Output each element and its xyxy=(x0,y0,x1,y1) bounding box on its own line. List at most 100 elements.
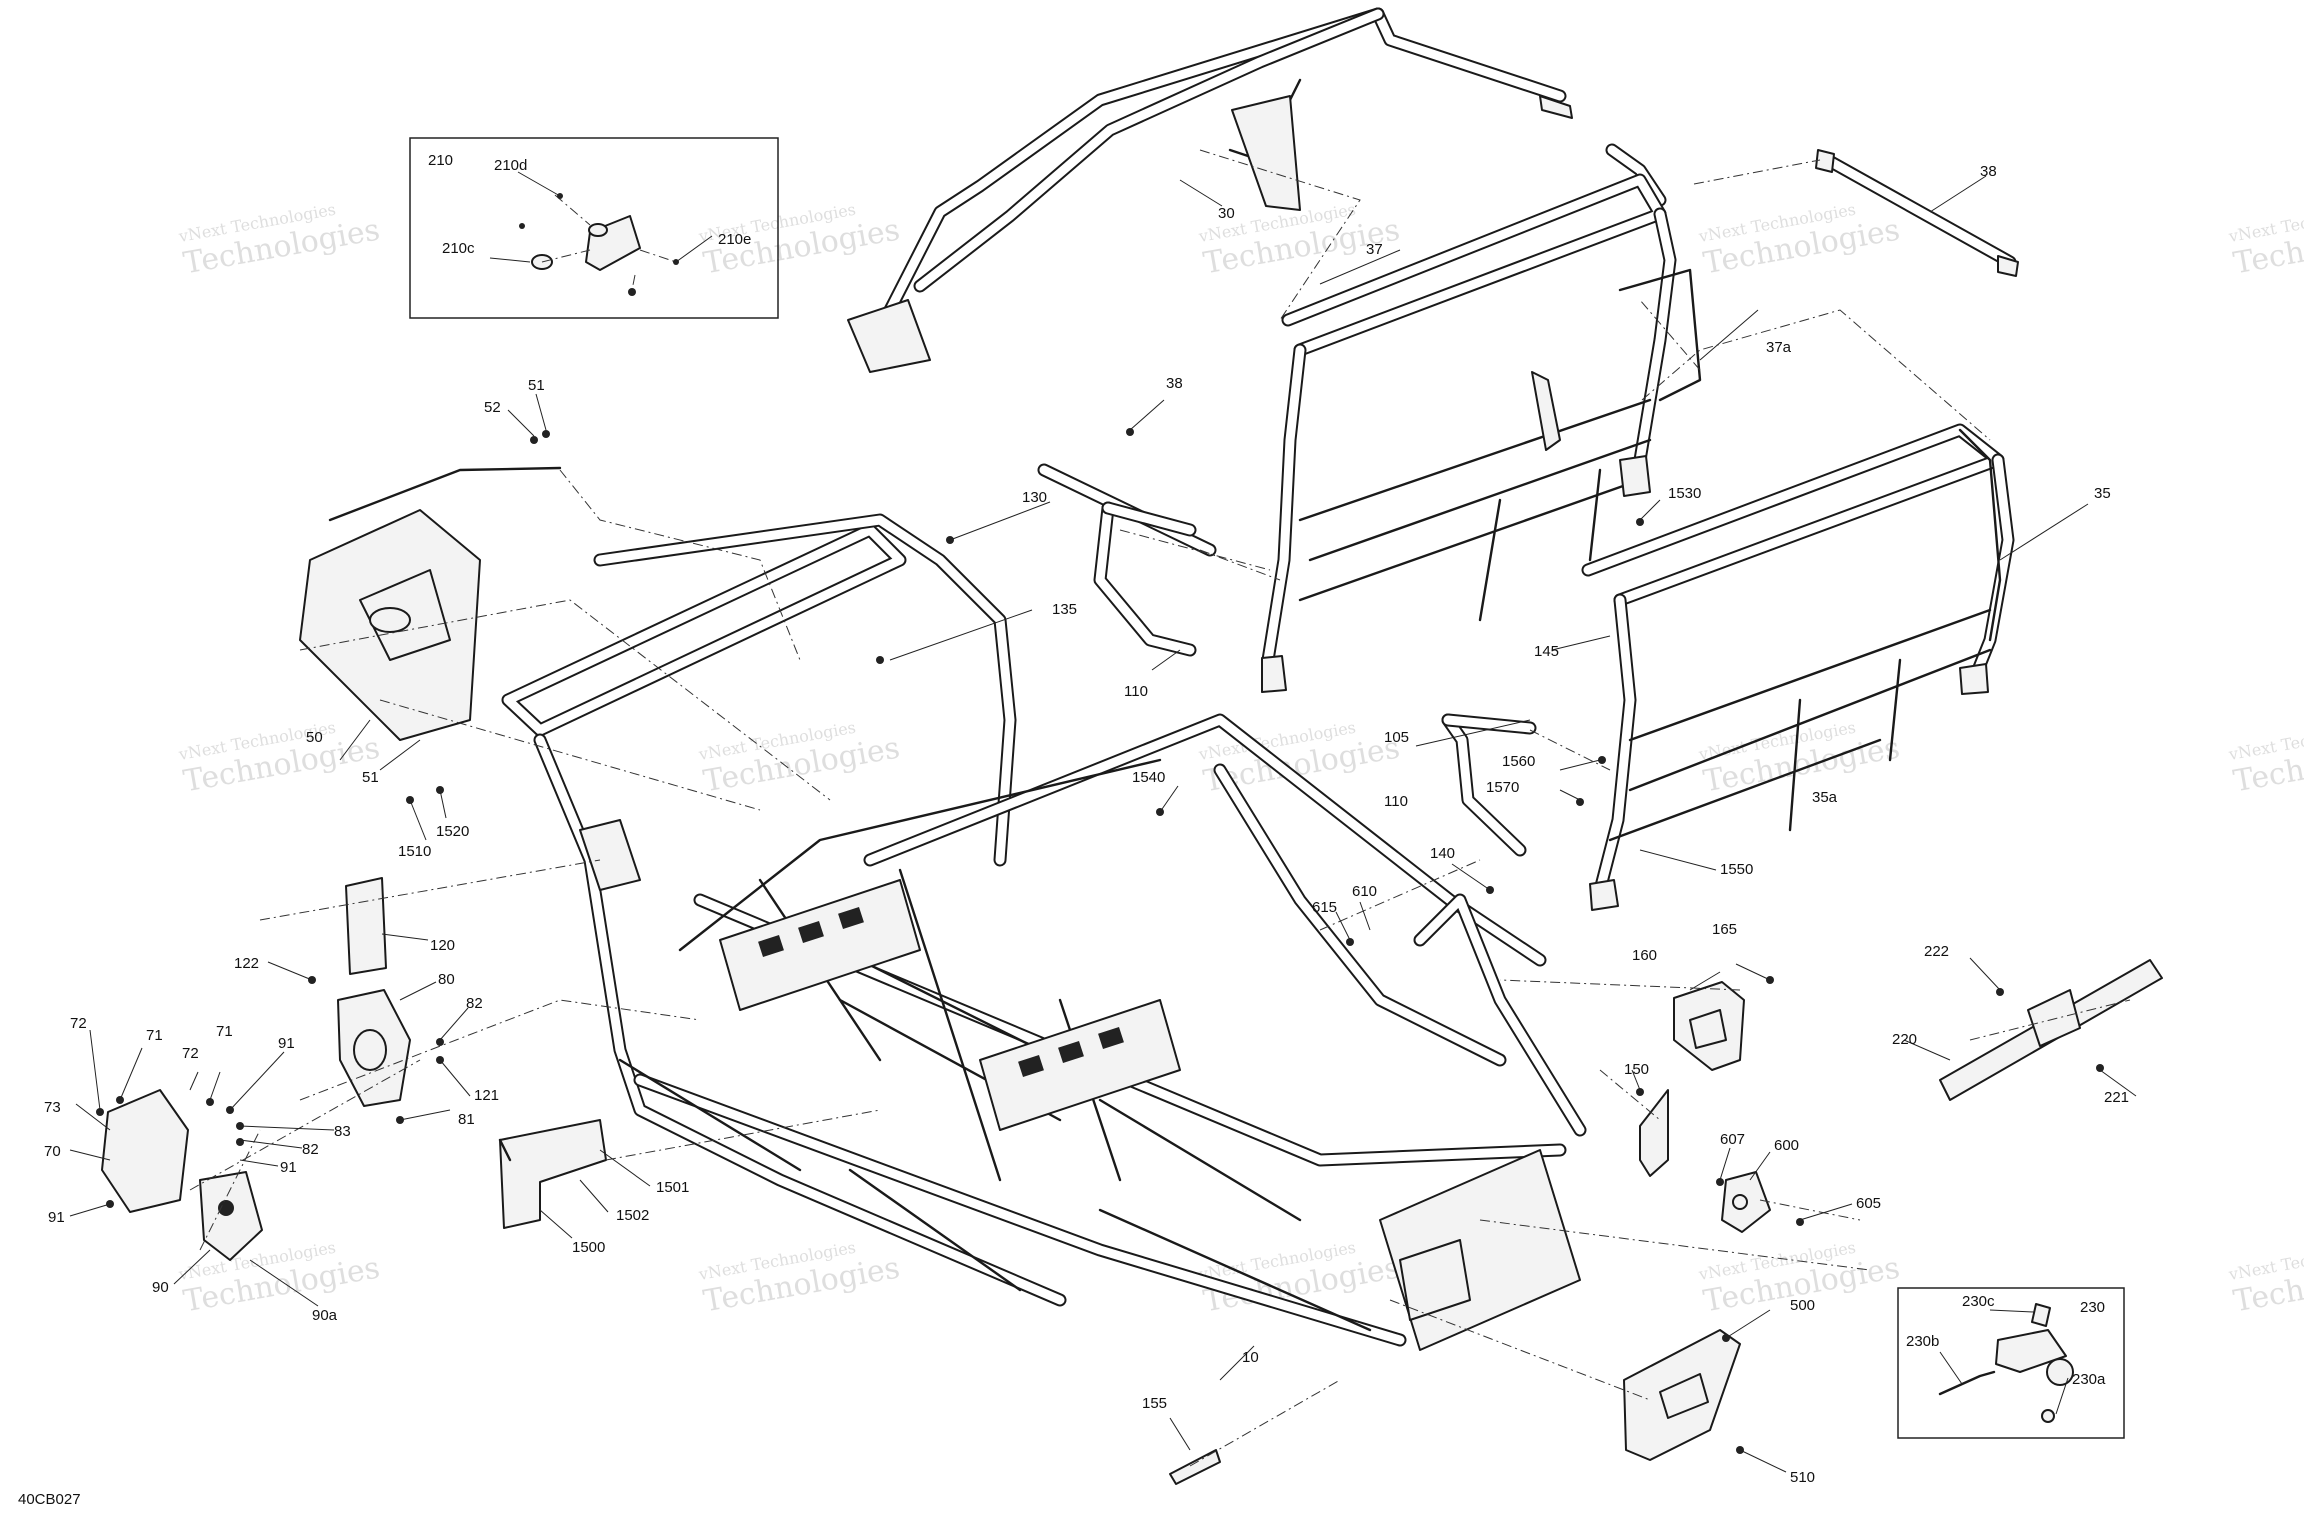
callout-605: 605 xyxy=(1856,1195,1881,1212)
fasteners xyxy=(96,428,2104,1454)
channel-155 xyxy=(1169,1449,1221,1485)
inset-210: 210 210d 210c 210e xyxy=(409,137,779,319)
plate-160 xyxy=(1673,981,1745,1071)
callout-230a: 230a xyxy=(2072,1371,2106,1388)
callout-72-left: 72 xyxy=(70,1015,87,1032)
bracket-120-80 xyxy=(337,877,411,1107)
callout-1540: 1540 xyxy=(1132,769,1165,786)
inset-230-label: 230 xyxy=(2080,1299,2105,1316)
inset-210-dashes xyxy=(541,194,677,291)
callout-120: 120 xyxy=(430,937,455,954)
callout-82-bottom: 82 xyxy=(302,1141,319,1158)
callout-91-bottom: 91 xyxy=(48,1209,65,1226)
callout-50: 50 xyxy=(306,729,323,746)
callout-1510: 1510 xyxy=(398,843,431,860)
hitch-230-ball xyxy=(2046,1358,2074,1386)
inset-210-leaders xyxy=(489,171,713,263)
callout-130: 130 xyxy=(1022,489,1047,506)
callout-1550: 1550 xyxy=(1720,861,1753,878)
callout-165: 165 xyxy=(1712,921,1737,938)
callout-72-right: 72 xyxy=(182,1045,199,1062)
watermarks: vNext Technologies Technologies vNext Te… xyxy=(176,200,2304,1320)
bracket-1500 xyxy=(498,1119,607,1229)
callout-230c: 230c xyxy=(1962,1293,1995,1310)
roof-frame-30 xyxy=(847,7,1667,373)
callout-1530: 1530 xyxy=(1668,485,1701,502)
callout-38-mid: 38 xyxy=(1166,375,1183,392)
callout-607: 607 xyxy=(1720,1131,1745,1148)
bolt-210d-2 xyxy=(557,193,563,199)
callout-122: 122 xyxy=(234,955,259,972)
grab-handles-110 xyxy=(1093,501,1537,857)
callout-71-left: 71 xyxy=(146,1027,163,1044)
callout-1520: 1520 xyxy=(436,823,469,840)
cross-tube-38-top xyxy=(1815,149,2019,277)
hitch-230-body xyxy=(1995,1329,2067,1373)
callout-222: 222 xyxy=(1924,943,1949,960)
callout-90: 90 xyxy=(152,1279,169,1296)
callout-160: 160 xyxy=(1632,947,1657,964)
skid-rails xyxy=(618,1058,1372,1332)
callouts: 30 37 38 38 37a 35 35a 1530 145 105 110 … xyxy=(44,163,2129,1486)
callout-221: 221 xyxy=(2104,1089,2129,1106)
hitch-230-nut xyxy=(2041,1409,2055,1423)
bracket-210-boss xyxy=(588,223,608,237)
callout-1501: 1501 xyxy=(656,1179,689,1196)
skid-500 xyxy=(1623,1329,1741,1461)
leader-lines xyxy=(69,175,2137,1473)
callout-38-top: 38 xyxy=(1980,163,1997,180)
bracket-600 xyxy=(1721,1171,1771,1233)
callout-110-left: 110 xyxy=(1124,683,1148,700)
hitch-230-clip xyxy=(1938,1370,1996,1396)
callout-230b: 230b xyxy=(1906,1333,1939,1350)
bolt-210d-1 xyxy=(519,223,525,229)
bolt-210e xyxy=(673,259,679,265)
callout-510: 510 xyxy=(1790,1469,1815,1486)
callout-71-right: 71 xyxy=(216,1023,233,1040)
callout-500: 500 xyxy=(1790,1297,1815,1314)
callout-220: 220 xyxy=(1892,1031,1917,1048)
callout-35a: 35a xyxy=(1812,789,1838,806)
nut-210 xyxy=(628,288,636,296)
plate-150 xyxy=(1639,1089,1669,1177)
inset-210-label: 210 xyxy=(428,152,453,169)
main-frame-10 xyxy=(501,513,1587,1351)
callout-121: 121 xyxy=(474,1087,499,1104)
callout-1570: 1570 xyxy=(1486,779,1519,796)
front-bracket-50 xyxy=(299,466,562,741)
callout-82-top: 82 xyxy=(466,995,483,1012)
callout-51-bottom: 51 xyxy=(362,769,379,786)
diagram-code: 40CB027 xyxy=(18,1491,81,1508)
callout-145: 145 xyxy=(1534,643,1559,660)
rear-cage-35 xyxy=(1581,423,2015,911)
inset-230: 230 230c 230b 230a xyxy=(1897,1287,2125,1439)
callout-37a: 37a xyxy=(1766,339,1792,356)
callout-600: 600 xyxy=(1774,1137,1799,1154)
callout-52: 52 xyxy=(484,399,501,416)
callout-105: 105 xyxy=(1384,729,1409,746)
callout-35: 35 xyxy=(2094,485,2111,502)
callout-1560: 1560 xyxy=(1502,753,1535,770)
callout-610: 610 xyxy=(1352,883,1377,900)
callout-10: 10 xyxy=(1242,1349,1259,1366)
callout-81: 81 xyxy=(458,1111,475,1128)
callout-51-top: 51 xyxy=(528,377,545,394)
callout-73: 73 xyxy=(44,1099,61,1116)
callout-1502: 1502 xyxy=(616,1207,649,1224)
inset-230-leaders xyxy=(1939,1309,2069,1415)
callout-37: 37 xyxy=(1366,241,1383,258)
callout-155: 155 xyxy=(1142,1395,1167,1412)
callout-210e: 210e xyxy=(718,231,751,248)
bracket-220 xyxy=(1939,959,2163,1101)
callout-83: 83 xyxy=(334,1123,351,1140)
callout-615: 615 xyxy=(1312,899,1337,916)
callout-110-right: 110 xyxy=(1384,793,1408,810)
callout-70: 70 xyxy=(44,1143,61,1160)
callout-210d: 210d xyxy=(494,157,527,174)
callout-135: 135 xyxy=(1052,601,1077,618)
assembly-lines xyxy=(189,149,2131,1467)
rear-hoop-37 xyxy=(1261,173,1702,693)
callout-140: 140 xyxy=(1430,845,1455,862)
callout-91-mid: 91 xyxy=(280,1159,297,1176)
